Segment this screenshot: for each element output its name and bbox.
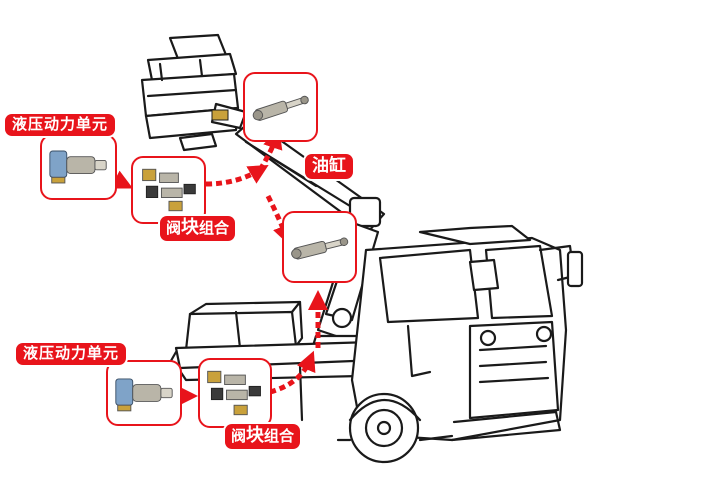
valve-block-icon (211, 109, 229, 121)
label-cylinder: 油缸 (305, 154, 353, 179)
label-valve-block-top-2: 块 (181, 217, 200, 238)
hydraulic-power-unit-icon (115, 378, 173, 412)
hydraulic-power-unit-icon (49, 150, 107, 184)
label-valve-block-bottom-1: 阀 (231, 427, 247, 445)
cylinder-card-top (243, 72, 318, 142)
valve-block-card-bottom (198, 358, 272, 428)
wheels (336, 392, 454, 464)
hydraulic-cylinder-icon (291, 237, 349, 260)
label-valve-block-top-1: 阀 (166, 219, 182, 237)
label-power-unit-top: 液压动力单元 (5, 114, 116, 136)
hydraulic-cylinder-icon (252, 95, 309, 121)
label-valve-block-top-3: 组合 (199, 219, 230, 237)
label-valve-block-bottom-3: 组合 (264, 427, 295, 445)
truck-cab (350, 224, 584, 442)
valve-block-icon (207, 370, 261, 416)
valve-block-icon (142, 168, 196, 212)
label-power-unit-bottom: 液压动力单元 (16, 343, 127, 365)
label-valve-block-bottom-2: 块 (246, 425, 265, 446)
valve-block-card-top (131, 156, 206, 224)
cylinder-card-middle (282, 211, 357, 283)
label-valve-block-bottom: 阀块组合 (225, 424, 301, 449)
label-valve-block-top: 阀块组合 (160, 216, 236, 241)
power-unit-card-top (40, 134, 117, 200)
equipment-box (184, 300, 304, 352)
basket (140, 33, 248, 152)
power-unit-card-bottom (106, 360, 182, 426)
